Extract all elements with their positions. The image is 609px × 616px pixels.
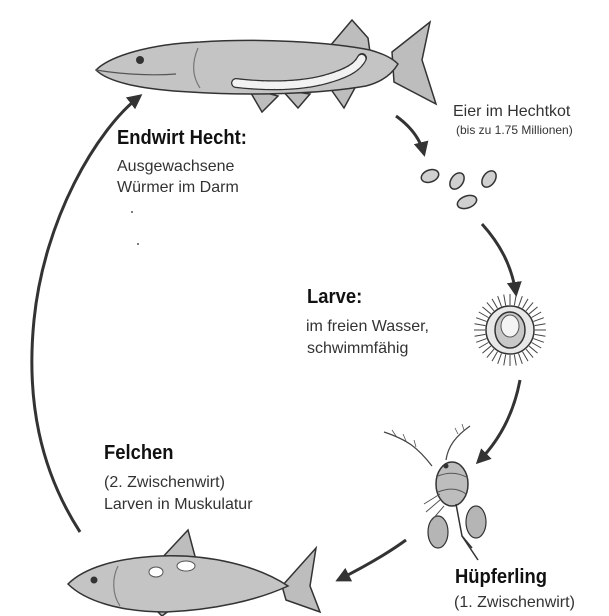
arrow-eggs-to-larva [482,224,516,294]
larva-title: Larve: [307,286,362,308]
arrow-pike-to-eggs [396,116,424,154]
whitefish-text-2: Larven in Muskulatur [104,496,253,514]
arrow-copepod-to-whitefish [338,540,406,580]
pike-text-2: Würmer im Darm [117,179,239,197]
whitefish-title: Felchen [104,442,174,464]
eggs-icon [419,167,499,211]
eggs-text-2: (bis zu 1.75 Millionen) [456,124,573,137]
whitefish-text-1: (2. Zwischenwirt) [104,474,225,492]
eggs-text-1: Eier im Hechtkot [453,103,570,121]
coracidium-larva-icon [474,294,546,366]
whitefish-icon [68,530,320,616]
pike-title: Endwirt Hecht: [117,127,247,149]
copepod-title: Hüpferling [455,566,547,588]
copepod-icon [384,424,486,560]
copepod-text-1: (1. Zwischenwirt) [454,594,575,612]
larva-text-2: schwimmfähig [307,340,408,358]
pike-icon [96,20,436,112]
arrow-larva-to-copepod [478,380,520,462]
larva-text-1: im freien Wasser, [306,318,429,336]
pike-text-1: Ausgewachsene [117,158,234,176]
